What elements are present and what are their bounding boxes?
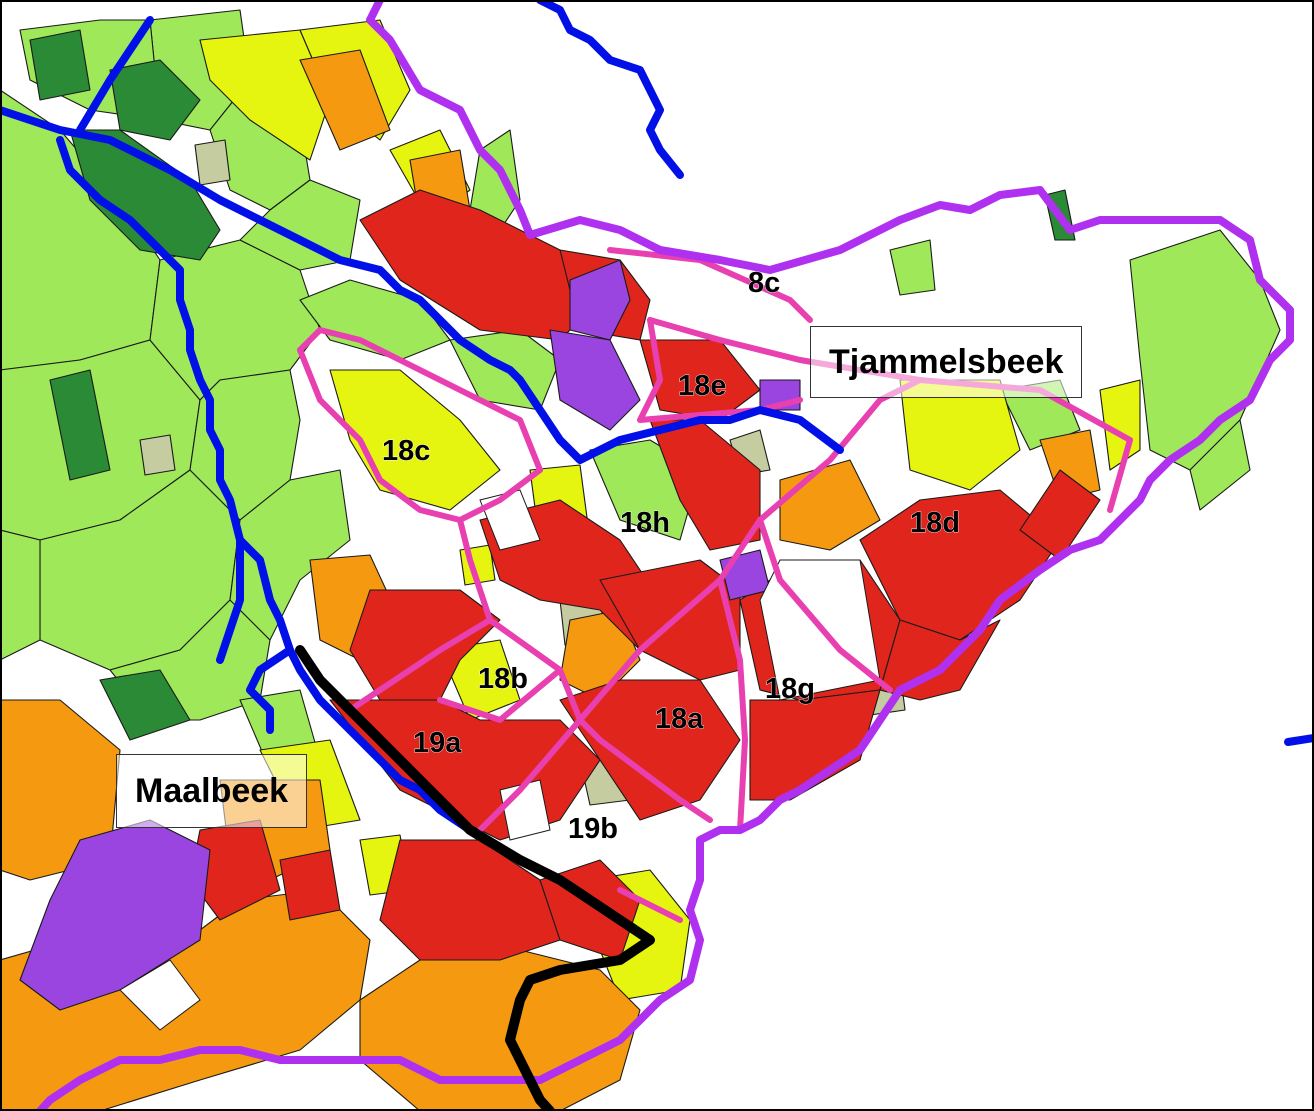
- river-blue-side-channel: [246, 646, 294, 734]
- zone-label-18b: 18b: [478, 663, 528, 695]
- river-maalbeek: [56, 136, 474, 834]
- zone-label-18d: 18d: [910, 507, 960, 539]
- river-blue-north: [536, 0, 684, 179]
- river-blue-upper-branch: [76, 16, 154, 134]
- river-blue-east-fragment: [1284, 734, 1314, 746]
- zone-label-18a: 18a: [655, 703, 704, 735]
- catchment-boundary-layer: [36, 0, 1294, 1111]
- zone-label-layer: 8c 18e 18c 18h 18d 18b 18g 18a 19a 19b: [382, 267, 961, 846]
- zone-label-18g: 18g: [765, 673, 815, 705]
- zone-label-18h: 18h: [620, 507, 670, 539]
- zone-label-18c: 18c: [382, 435, 430, 467]
- river-label-tjammelsbeek: Tjammelsbeek: [810, 326, 1083, 398]
- river-tjammelsbeek: [0, 106, 844, 464]
- river-label-maalbeek: Maalbeek: [116, 754, 308, 828]
- zone-label-8c: 8c: [748, 267, 780, 299]
- zone-label-19b: 19b: [568, 813, 618, 845]
- river-black-downstream: [295, 645, 655, 1111]
- river-blue-west-branch: [216, 536, 244, 664]
- zone-label-18e: 18e: [678, 370, 726, 402]
- zone-label-19a: 19a: [413, 727, 462, 759]
